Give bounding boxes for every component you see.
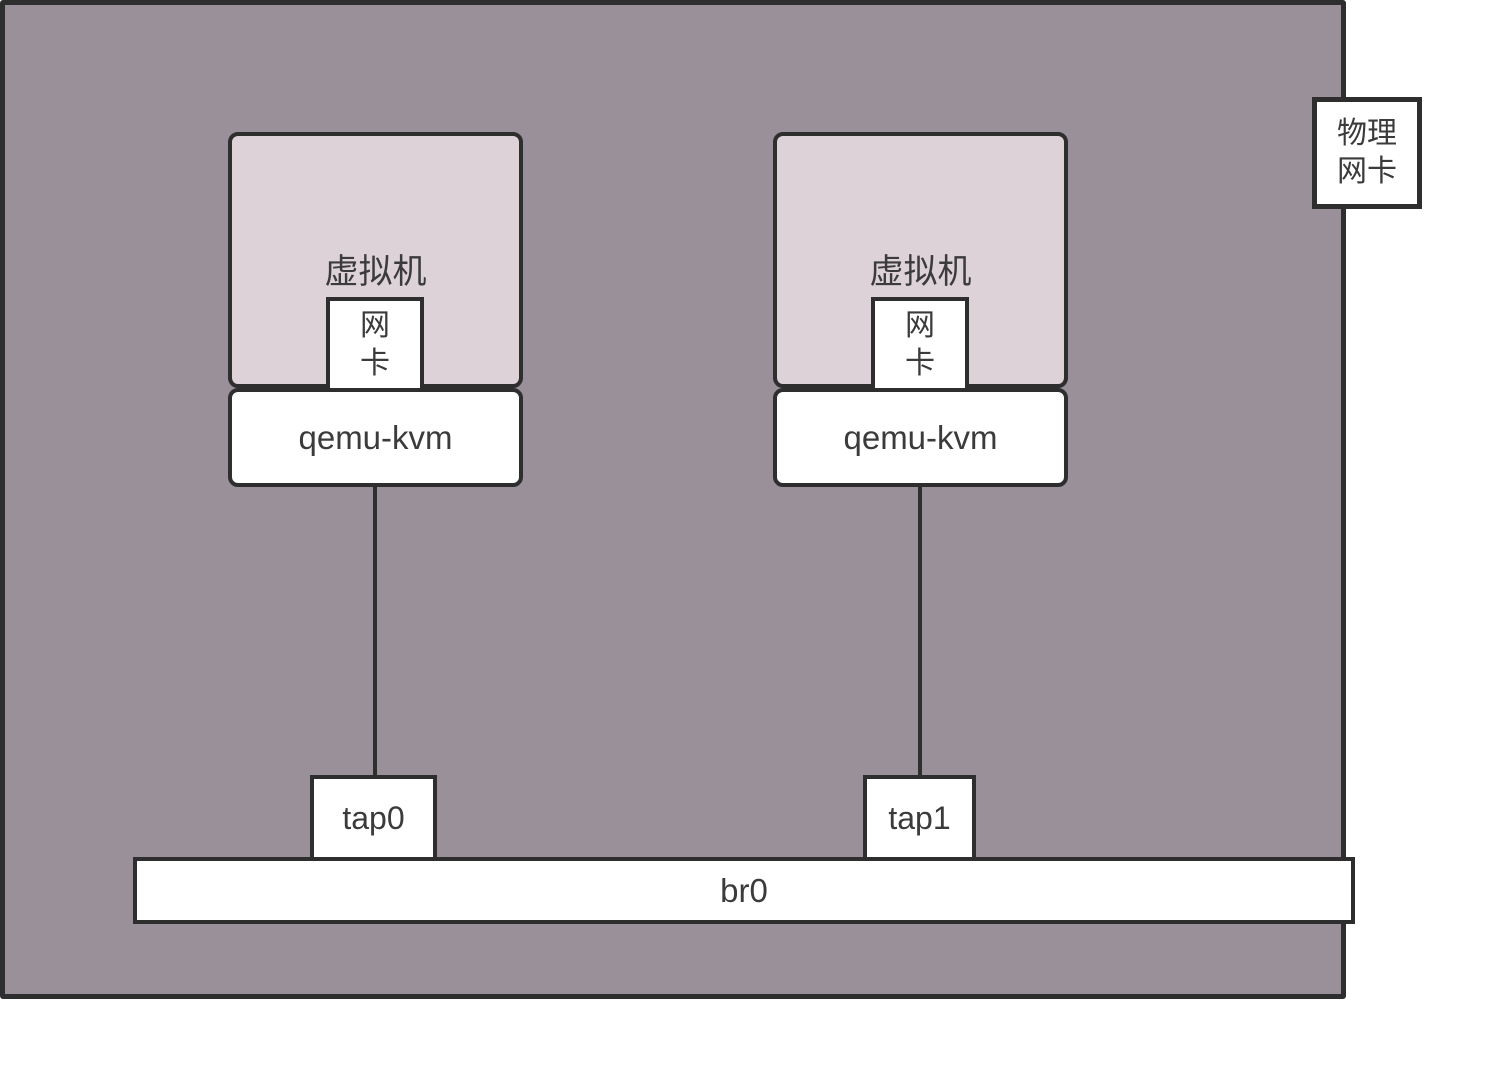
vm2-qemu-kvm-box: qemu-kvm [773,388,1068,487]
vm1-tap-connector-line [373,487,377,777]
vm2-qemu-kvm-label: qemu-kvm [843,418,998,456]
vm1-nic-label-line2: 卡 [360,346,390,380]
physical-machine-label: 物理机 [700,1003,809,1042]
tap0-box: tap0 [310,775,437,861]
physical-machine-box [0,0,1346,999]
vm1-nic-box: 网 卡 [326,297,424,392]
vm1-label: 虚拟机 [324,253,427,291]
physical-nic-label-line2: 网卡 [1337,155,1397,188]
tap1-label: tap1 [888,799,951,836]
vm1-qemu-kvm-box: qemu-kvm [228,388,523,487]
vm2-tap-connector-line [918,487,922,777]
physical-nic-box: 物理 网卡 [1312,97,1422,209]
vm1-qemu-kvm-label: qemu-kvm [298,418,453,456]
physical-nic-label-line1: 物理 [1337,117,1397,150]
vm1-nic-label-line1: 网 [360,308,390,342]
bridge-br0-label: br0 [720,871,768,909]
vm2-label: 虚拟机 [869,253,972,291]
vm2-nic-box: 网 卡 [871,297,969,392]
bridge-br0-bar: br0 [133,857,1355,924]
tap0-label: tap0 [342,799,405,836]
tap1-box: tap1 [863,775,976,861]
vm2-nic-label-line1: 网 [905,308,935,342]
vm2-nic-label-line2: 卡 [905,346,935,380]
